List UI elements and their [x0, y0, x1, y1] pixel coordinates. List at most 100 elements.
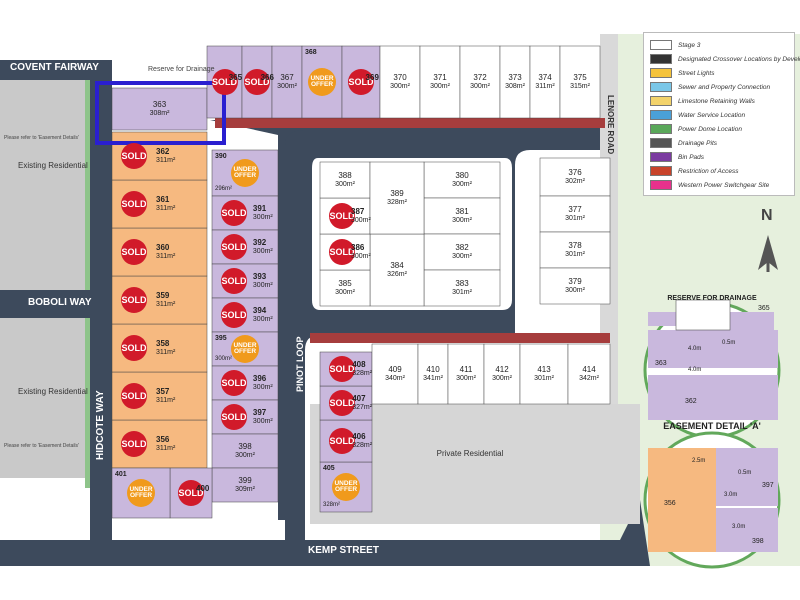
sold-badge: SOLD	[121, 143, 147, 169]
road-kemp-street	[0, 500, 650, 566]
sold-badge: SOLD	[329, 239, 355, 265]
lot-area-414: 342m²	[579, 375, 599, 382]
lot-area-405: 328m²	[323, 502, 341, 508]
lot-area-375: 315m²	[570, 83, 590, 90]
easement-b-dim-2: 0.5m	[738, 470, 752, 476]
easement-a-lot-362: 362	[685, 398, 697, 405]
lot-area-378: 301m²	[565, 251, 585, 258]
lot-367[interactable]	[271, 45, 303, 119]
lot-399[interactable]	[211, 467, 279, 503]
sold-badge: SOLD	[221, 404, 247, 430]
lot-area-388: 300m²	[335, 181, 355, 188]
lot-number-361: 361	[156, 195, 170, 204]
lot-385[interactable]	[319, 269, 371, 307]
lot-area-383: 301m²	[452, 289, 472, 296]
lot-area-363: 308m²	[149, 110, 170, 117]
road-covent-fairway	[0, 60, 110, 80]
lot-375[interactable]	[559, 45, 601, 119]
sold-badge: SOLD	[121, 431, 147, 457]
bin-icon	[650, 152, 672, 162]
lot-376[interactable]	[539, 157, 611, 197]
lot-378[interactable]	[539, 231, 611, 269]
lot-number-394: 394	[252, 306, 267, 315]
lot-number-399: 399	[238, 476, 252, 485]
lot-area-370: 300m²	[390, 83, 410, 90]
lot-number-389: 389	[390, 189, 404, 198]
easement-a-reserve-label: RESERVE FOR DRAINAGE	[667, 295, 757, 302]
lot-area-376: 302m²	[565, 178, 585, 185]
lot-area-357: 311m²	[156, 397, 176, 404]
lot-370[interactable]	[379, 45, 421, 119]
sold-badge: SOLD	[221, 200, 247, 226]
lot-412[interactable]	[483, 343, 521, 405]
lot-380[interactable]	[423, 161, 501, 199]
lot-area-396: 300m²	[252, 384, 273, 391]
lot-number-377: 377	[568, 205, 582, 214]
lot-number-411: 411	[459, 365, 473, 374]
lot-383[interactable]	[423, 269, 501, 307]
lot-414[interactable]	[567, 343, 611, 405]
lot-area-399: 309m²	[235, 486, 255, 493]
legend-item: Stage 3	[650, 39, 700, 51]
lot-410[interactable]	[417, 343, 449, 405]
existing-residential-block-2	[0, 318, 90, 478]
under-offer-badge: UNDER OFFER	[308, 68, 336, 96]
sold-badge: SOLD	[178, 480, 204, 506]
lot-379[interactable]	[539, 267, 611, 305]
lot-area-393: 300m²	[252, 282, 273, 289]
lot-number-370: 370	[393, 73, 407, 82]
compass-north: N	[761, 207, 773, 224]
lot-number-384: 384	[390, 261, 404, 270]
legend-label: Restriction of Access	[678, 167, 739, 175]
lot-number-408: 408	[352, 360, 366, 369]
sold-badge: SOLD	[329, 203, 355, 229]
lot-area-386: 300m²	[351, 253, 371, 260]
lot-371[interactable]	[419, 45, 461, 119]
road-hidcote-way	[90, 60, 112, 540]
lot-363-highlight	[95, 81, 226, 145]
lot-401[interactable]	[111, 467, 171, 519]
lot-area-394: 300m²	[252, 316, 273, 323]
existing-residential-label-1: Existing Residential	[18, 161, 88, 170]
lot-area-373: 308m²	[505, 83, 525, 90]
lot-409[interactable]	[371, 343, 419, 405]
wall-icon	[650, 96, 672, 106]
lot-number-412: 412	[495, 365, 509, 374]
light-icon	[650, 68, 672, 78]
lot-398[interactable]	[211, 433, 279, 469]
lot-413[interactable]	[519, 343, 569, 405]
lot-363[interactable]	[111, 87, 208, 131]
lot-number-385: 385	[338, 279, 352, 288]
legend-item: Drainage Pits	[650, 137, 717, 149]
lot-number-400: 400	[196, 484, 210, 493]
lot-381[interactable]	[423, 197, 501, 235]
lot-377[interactable]	[539, 195, 611, 233]
sold-badge: SOLD	[221, 370, 247, 396]
existing-residential-label-2: Existing Residential	[18, 387, 88, 396]
lot-372[interactable]	[459, 45, 501, 119]
lot-area-372: 300m²	[470, 83, 490, 90]
lot-area-380: 300m²	[452, 181, 472, 188]
box-icon	[650, 40, 672, 50]
lot-382[interactable]	[423, 233, 501, 271]
lot-number-391: 391	[252, 204, 267, 213]
lot-number-414: 414	[582, 365, 596, 374]
easement-b-dim-1: 2.5m	[692, 458, 706, 464]
lot-number-386: 386	[351, 243, 365, 252]
lot-number-373: 373	[508, 73, 522, 82]
lot-number-410: 410	[426, 365, 440, 374]
lot-374[interactable]	[529, 45, 561, 119]
lot-area-391: 300m²	[252, 214, 273, 221]
lot-373[interactable]	[499, 45, 531, 119]
lot-411[interactable]	[447, 343, 485, 405]
under-offer-badge: UNDER OFFER	[127, 479, 155, 507]
easement-b-lot-356: 356	[664, 500, 676, 507]
under-offer-badge: UNDER OFFER	[231, 159, 259, 187]
lot-number-360: 360	[156, 243, 170, 252]
road-label-hidcote-way: HIDCOTE WAY	[95, 390, 106, 460]
lot-388[interactable]	[319, 161, 371, 199]
lot-389[interactable]	[369, 161, 425, 235]
lot-number-406: 406	[352, 432, 366, 441]
lot-384[interactable]	[369, 233, 425, 307]
pit-icon	[650, 138, 672, 148]
